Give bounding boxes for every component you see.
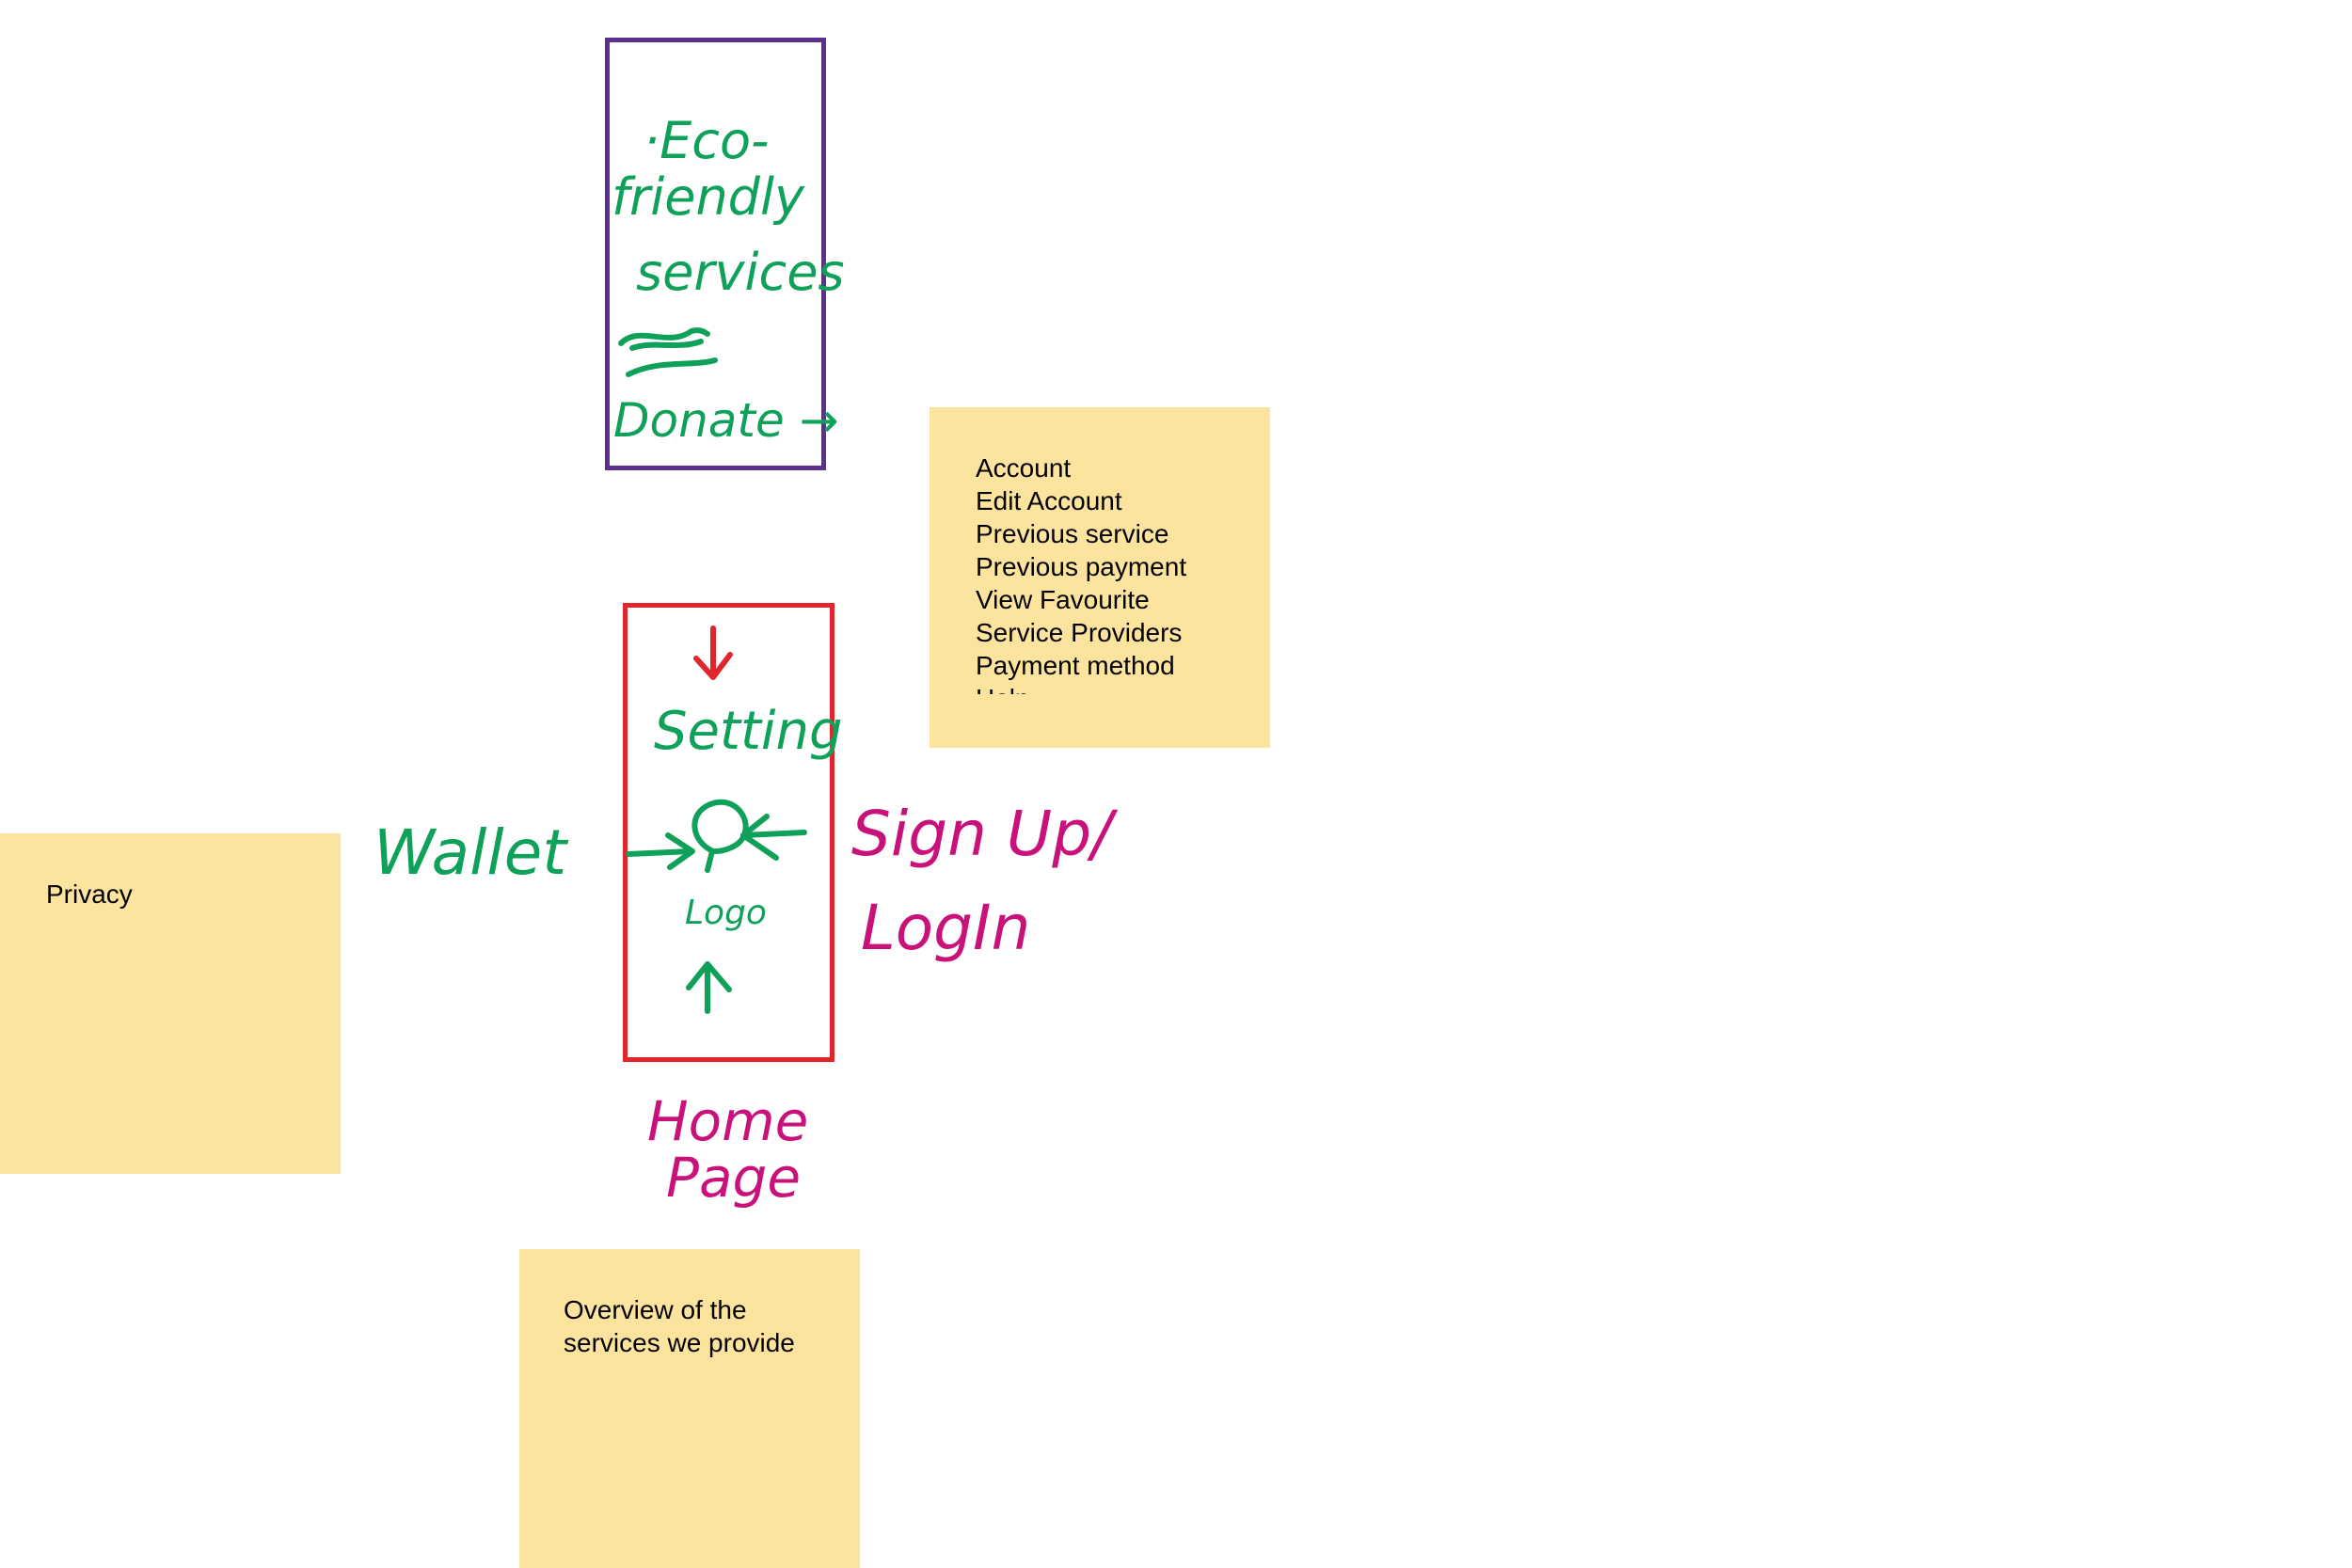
account-menu-list: Account Edit Account Previous service Pr… <box>976 451 1270 694</box>
eco-heading-line2: friendly <box>612 167 804 227</box>
donate-link[interactable]: Donate → <box>613 393 839 448</box>
arrow-up-icon <box>686 961 732 1014</box>
eco-heading-line1: ·Eco- <box>644 111 770 170</box>
account-menu-item: Account <box>976 453 1072 483</box>
sticky-note-privacy[interactable]: Privacy <box>0 833 341 1174</box>
logo-placeholder-icon <box>691 799 749 873</box>
home-page-label-line1: Home <box>647 1089 809 1153</box>
arrow-left-icon <box>740 814 807 861</box>
home-page-frame[interactable] <box>623 603 834 1062</box>
sticky-note-account-menu[interactable]: Account Edit Account Previous service Pr… <box>930 407 1270 748</box>
account-menu-item: Payment method <box>976 651 1175 680</box>
setting-label[interactable]: Setting <box>654 701 843 762</box>
account-menu-item: Edit Account <box>976 486 1122 515</box>
account-menu-item: Help <box>976 682 1270 694</box>
arrow-right-icon <box>626 832 695 870</box>
overview-text-line: services we provide <box>564 1328 795 1357</box>
signup-label-line1: Sign Up/ <box>851 798 1113 870</box>
privacy-text: Privacy <box>46 879 133 909</box>
logo-label: Logo <box>685 894 767 932</box>
home-page-label-line2: Page <box>666 1146 802 1210</box>
signup-label-line2: LogIn <box>861 892 1031 964</box>
account-menu-item: Previous service <box>976 519 1169 548</box>
overview-text-line: Overview of the <box>564 1295 747 1324</box>
wallet-label: Wallet <box>373 816 567 889</box>
eco-heading-line3: services <box>636 243 845 302</box>
eco-services-frame[interactable] <box>605 38 826 470</box>
sticky-note-overview[interactable]: Overview of the services we provide <box>519 1249 860 1568</box>
account-menu-item: View Favourite <box>976 585 1150 614</box>
arrow-down-icon <box>693 626 733 680</box>
account-menu-item: Previous payment <box>976 552 1187 581</box>
account-menu-item: Service Providers <box>976 618 1183 647</box>
squiggle-placeholder-icon <box>618 327 718 377</box>
